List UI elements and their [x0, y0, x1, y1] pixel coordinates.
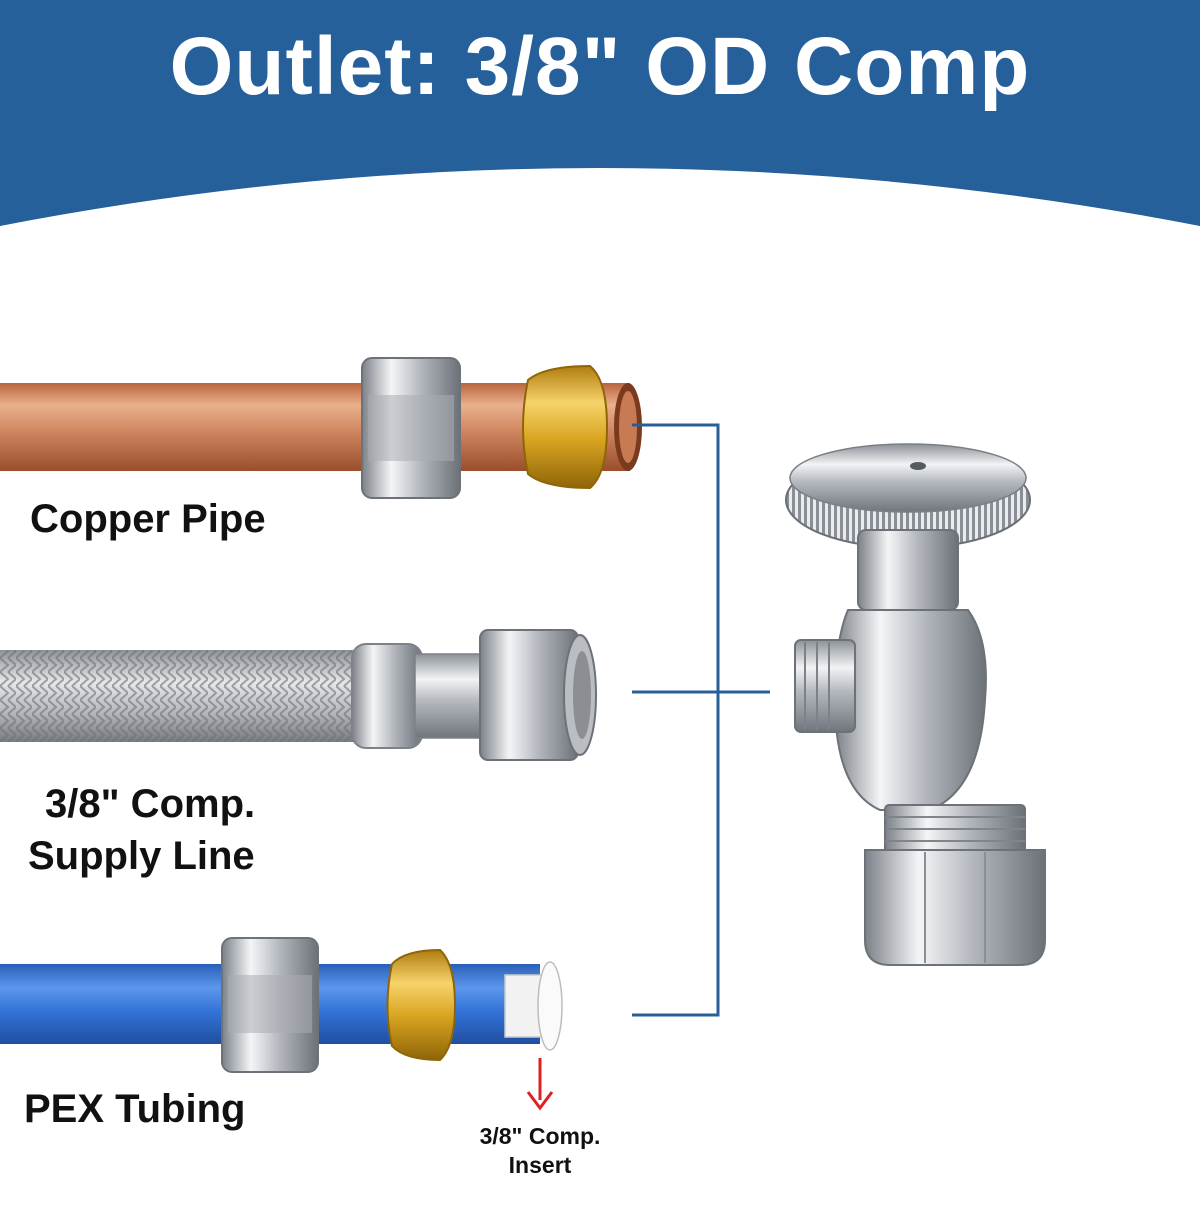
label-supply-line-line2: Supply Line: [28, 834, 255, 878]
label-pex-tubing: PEX Tubing: [24, 1087, 246, 1131]
header-band: [0, 0, 1200, 226]
label-insert-line2: Insert: [508, 1152, 572, 1178]
label-copper-pipe: Copper Pipe: [30, 497, 266, 541]
supply-line-illustration: [0, 629, 597, 761]
pex-tubing-illustration: [0, 937, 563, 1073]
copper-pipe-illustration: [0, 357, 642, 499]
connector-bracket: [632, 423, 770, 1017]
label-insert-line1: 3/8" Comp.: [479, 1123, 601, 1149]
page-title: Outlet: 3/8" OD Comp: [169, 21, 1031, 112]
label-supply-line-line1: 3/8" Comp.: [45, 782, 256, 826]
insert-arrow: [526, 1058, 554, 1111]
angle-stop-valve: [785, 443, 1046, 966]
